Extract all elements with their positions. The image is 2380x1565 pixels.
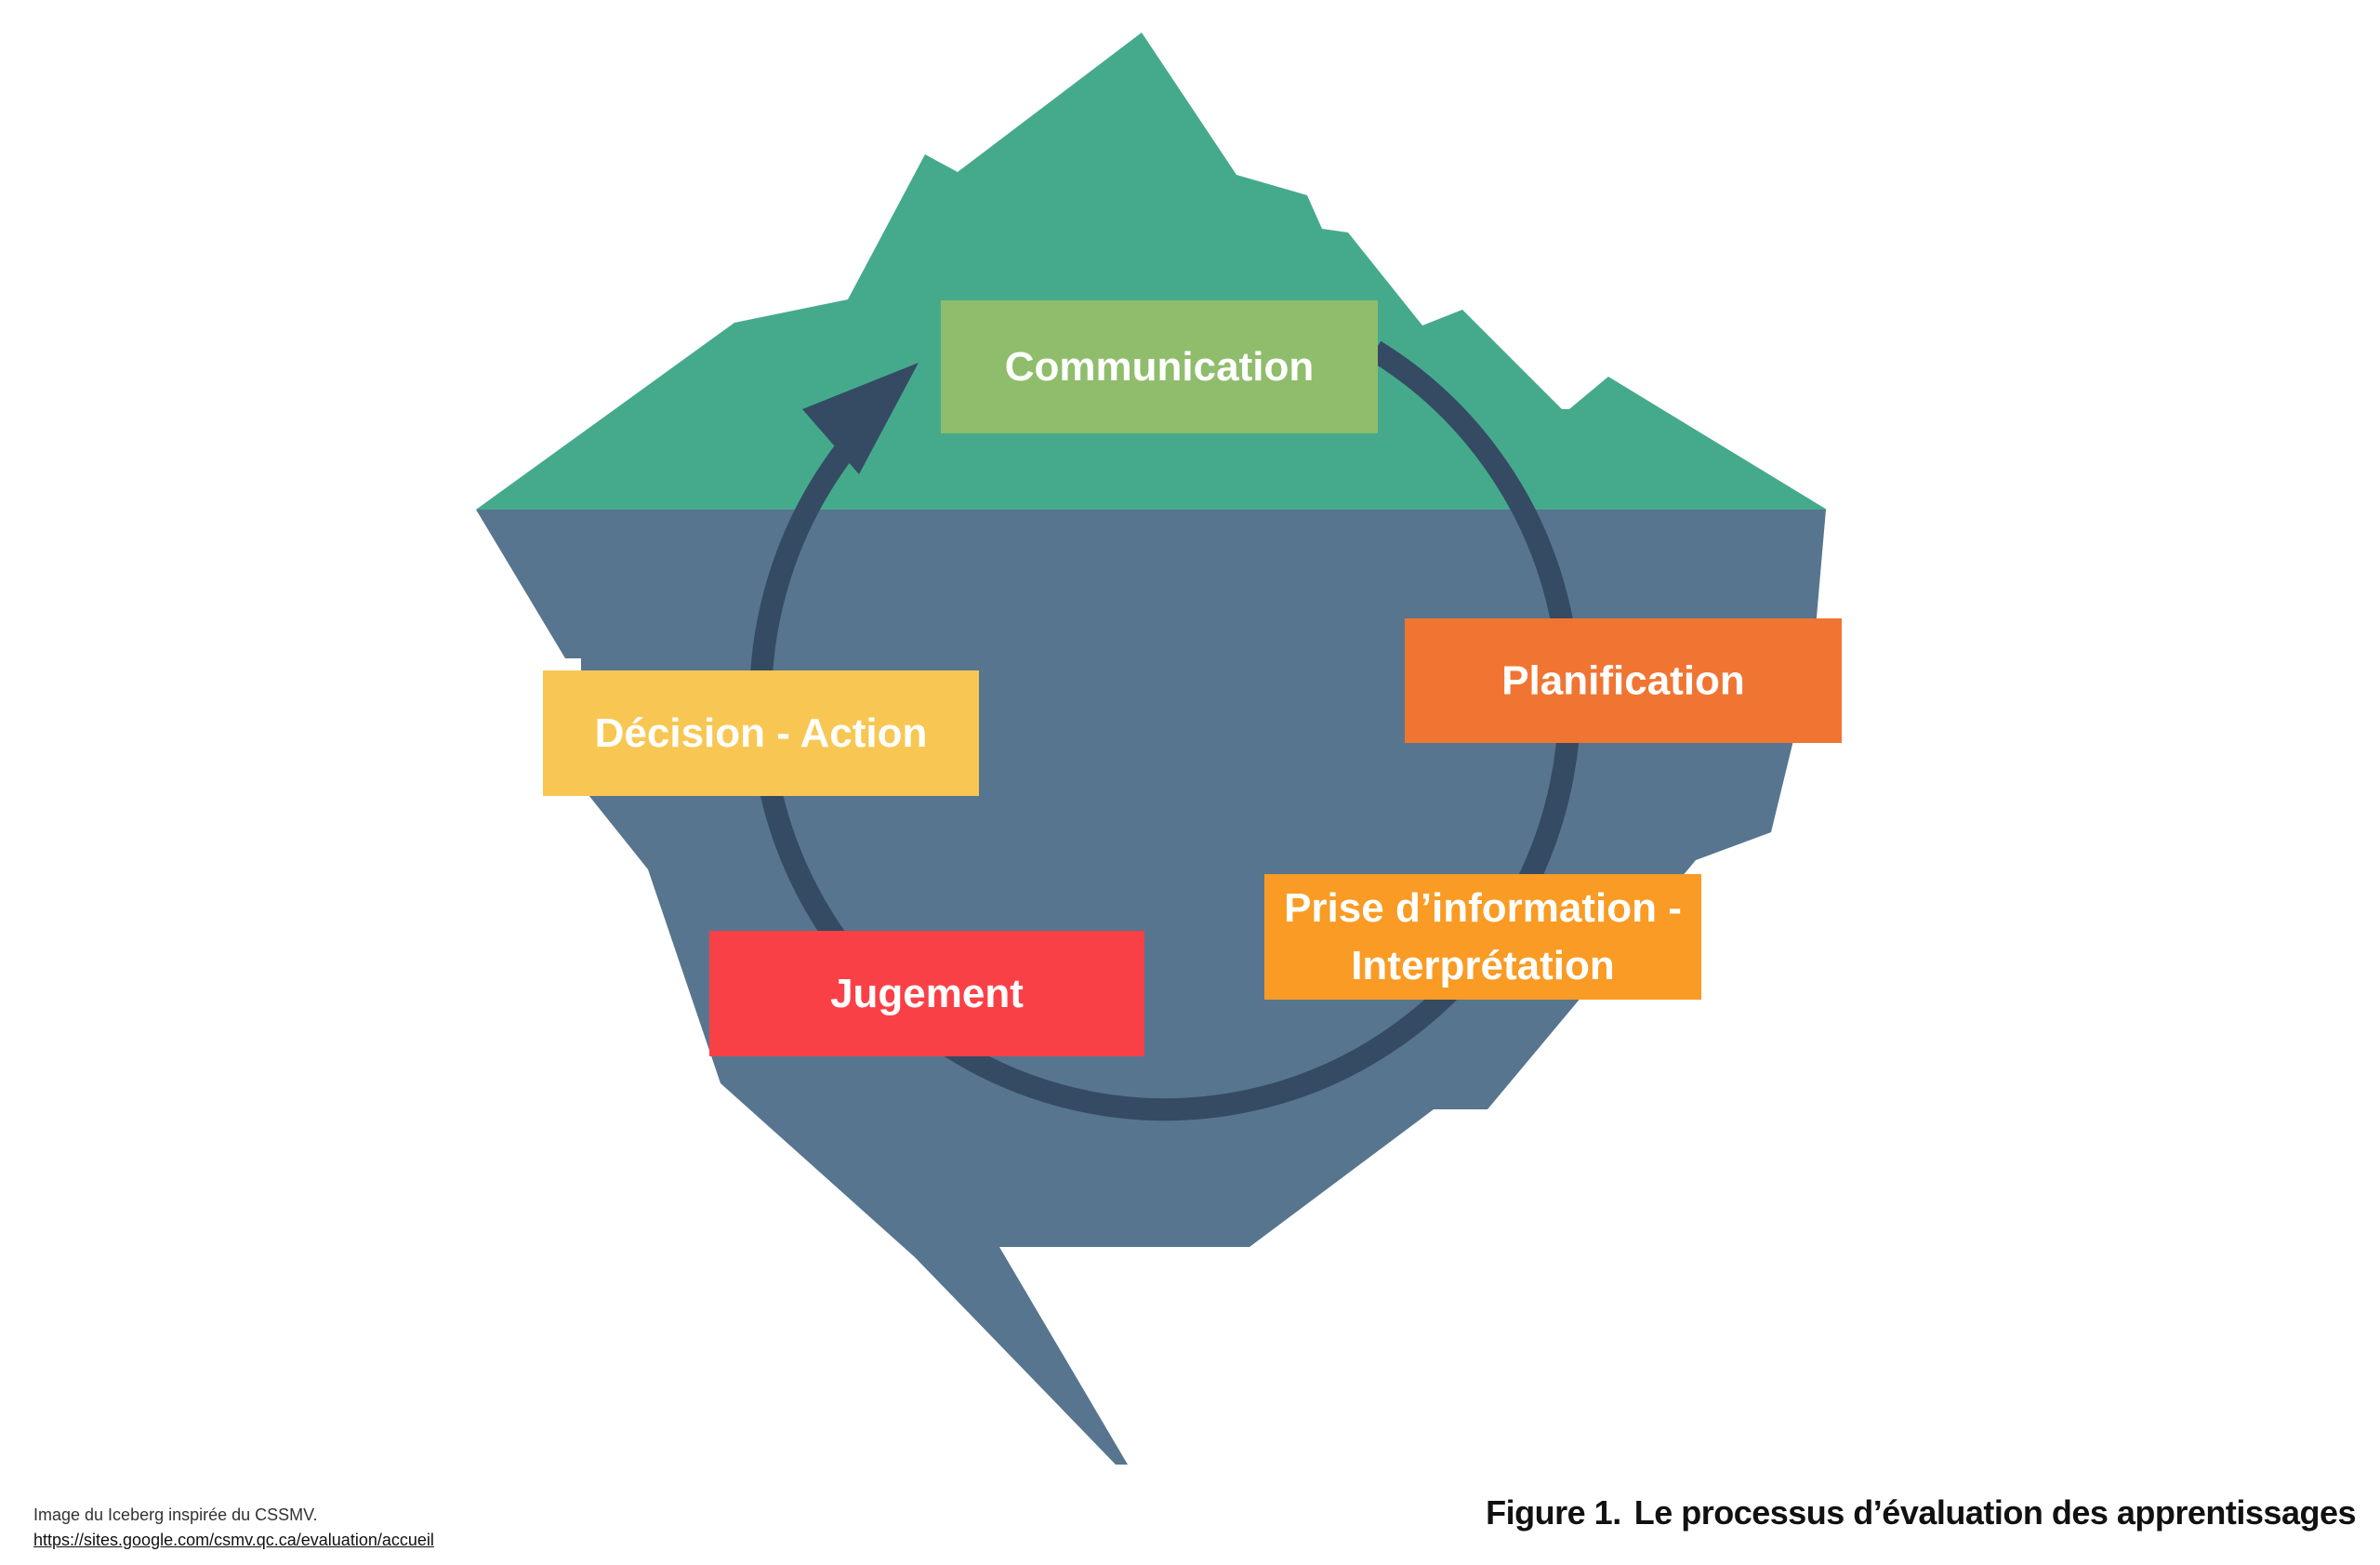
step-planification: Planification (1405, 618, 1842, 743)
step-label-decision-action: Décision - Action (595, 710, 928, 756)
cycle-arrowhead-icon (802, 363, 919, 474)
step-box-jugement (709, 931, 1144, 1056)
step-decision-action: Décision - Action (543, 670, 979, 796)
step-label-prise-information-line-1: Prise d’information - (1284, 885, 1682, 931)
step-jugement: Jugement (709, 931, 1144, 1056)
step-box-prise-information (1264, 874, 1701, 1000)
step-label-planification: Planification (1501, 658, 1745, 704)
image-credit-link[interactable]: https://sites.google.com/csmv.qc.ca/eval… (33, 1531, 434, 1549)
step-communication: Communication (941, 300, 1378, 433)
step-label-communication: Communication (1005, 344, 1314, 390)
figure-number: Figure 1. (1486, 1493, 1621, 1532)
step-box-planification (1405, 618, 1842, 743)
step-box-decision-action (543, 670, 979, 796)
image-credit: Image du Iceberg inspirée du CSSMV. http… (33, 1503, 434, 1553)
step-box-communication (941, 300, 1378, 433)
step-label-prise-information-line-2: Interprétation (1351, 943, 1615, 988)
figure-caption: Figure 1. Le processus d’évaluation des a… (1486, 1493, 2356, 1532)
step-label-jugement: Jugement (830, 971, 1024, 1016)
iceberg-above-water-shape (476, 33, 1827, 510)
figure-title: Le processus d’évaluation des apprentiss… (1633, 1493, 2357, 1532)
step-prise-information: Prise d’information - Interprétation (1264, 874, 1701, 1000)
image-credit-text: Image du Iceberg inspirée du CSSMV. (33, 1505, 318, 1524)
